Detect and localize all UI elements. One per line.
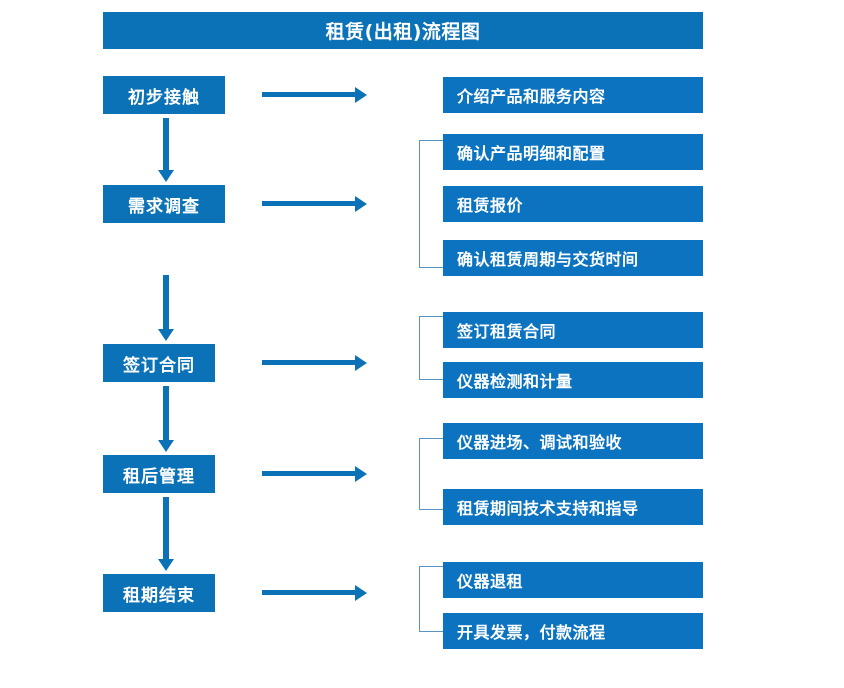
detail-box-3-2[interactable]: 仪器检测和计量 — [443, 362, 703, 398]
group-bracket-4 — [419, 438, 443, 510]
detail-box-5-1[interactable]: 仪器退租 — [443, 562, 703, 598]
group-bracket-3 — [419, 316, 443, 380]
detail-box-4-2[interactable]: 租赁期间技术支持和指导 — [443, 489, 703, 525]
horizontal-arrow-3 — [262, 353, 367, 373]
diagram-title: 租赁(出租)流程图 — [103, 12, 703, 49]
detail-box-2-3[interactable]: 确认租赁周期与交货时间 — [443, 240, 703, 276]
detail-box-2-2[interactable]: 租赁报价 — [443, 186, 703, 222]
detail-box-2-1[interactable]: 确认产品明细和配置 — [443, 134, 703, 170]
stage-box-1[interactable]: 初步接触 — [103, 76, 225, 114]
horizontal-arrow-4 — [262, 464, 367, 484]
detail-box-4-1[interactable]: 仪器进场、调试和验收 — [443, 423, 703, 459]
vertical-arrow-2 — [156, 275, 176, 341]
detail-box-1-1[interactable]: 介绍产品和服务内容 — [443, 77, 703, 113]
stage-box-2[interactable]: 需求调查 — [103, 185, 225, 223]
detail-box-3-1[interactable]: 签订租赁合同 — [443, 312, 703, 348]
horizontal-arrow-1 — [262, 85, 367, 105]
stage-box-4[interactable]: 租后管理 — [103, 455, 215, 493]
stage-box-5[interactable]: 租期结束 — [103, 574, 215, 612]
detail-box-5-2[interactable]: 开具发票，付款流程 — [443, 613, 703, 649]
group-bracket-2 — [419, 140, 443, 268]
vertical-arrow-3 — [156, 386, 176, 452]
vertical-arrow-1 — [156, 118, 176, 182]
vertical-arrow-4 — [156, 497, 176, 571]
horizontal-arrow-5 — [262, 583, 367, 603]
horizontal-arrow-2 — [262, 194, 367, 214]
group-bracket-5 — [419, 566, 443, 632]
stage-box-3[interactable]: 签订合同 — [103, 344, 215, 382]
